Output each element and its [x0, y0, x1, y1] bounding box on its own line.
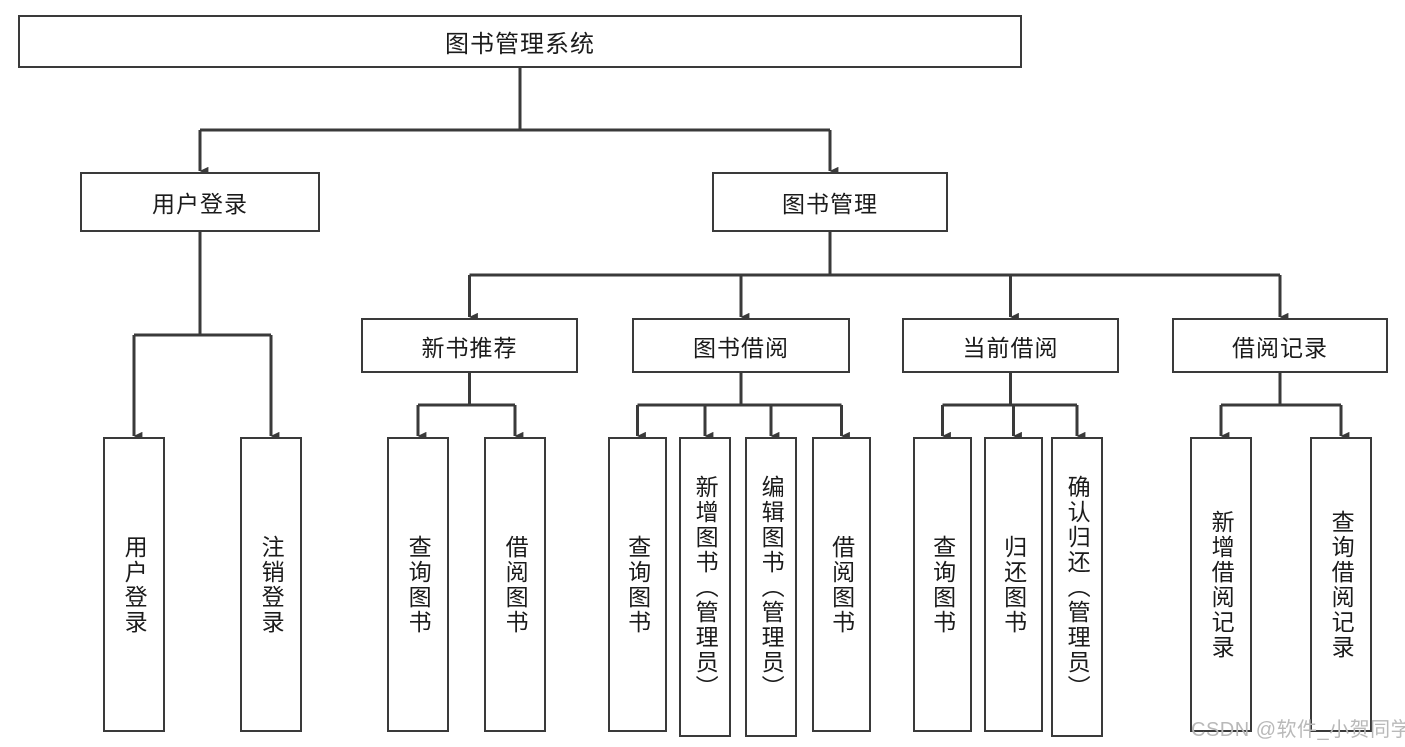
leaf-add-borrow-record[interactable]: 新增借阅记录: [1190, 437, 1252, 732]
leaf-borrow-book-recommend[interactable]: 借阅图书: [484, 437, 546, 732]
leaf-edit-book-admin[interactable]: 编辑图书（管理员）: [745, 437, 797, 737]
leaf-user-login[interactable]: 用户登录: [103, 437, 165, 732]
leaf-add-book-admin[interactable]: 新增图书（管理员）: [679, 437, 731, 737]
leaf-return-book[interactable]: 归还图书: [984, 437, 1043, 732]
node-book-borrow[interactable]: 图书借阅: [632, 318, 850, 373]
node-borrow-record[interactable]: 借阅记录: [1172, 318, 1388, 373]
leaf-query-borrow-record[interactable]: 查询借阅记录: [1310, 437, 1372, 732]
leaf-logout[interactable]: 注销登录: [240, 437, 302, 732]
leaf-query-book-current[interactable]: 查询图书: [913, 437, 972, 732]
node-book-management[interactable]: 图书管理: [712, 172, 948, 232]
node-root[interactable]: 图书管理系统: [18, 15, 1022, 68]
leaf-borrow-book[interactable]: 借阅图书: [812, 437, 871, 732]
leaf-query-book-recommend[interactable]: 查询图书: [387, 437, 449, 732]
node-new-book-recommend[interactable]: 新书推荐: [361, 318, 578, 373]
node-current-borrow[interactable]: 当前借阅: [902, 318, 1119, 373]
leaf-query-book-borrow[interactable]: 查询图书: [608, 437, 667, 732]
node-user-login[interactable]: 用户登录: [80, 172, 320, 232]
leaf-confirm-return-admin[interactable]: 确认归还（管理员）: [1051, 437, 1103, 737]
